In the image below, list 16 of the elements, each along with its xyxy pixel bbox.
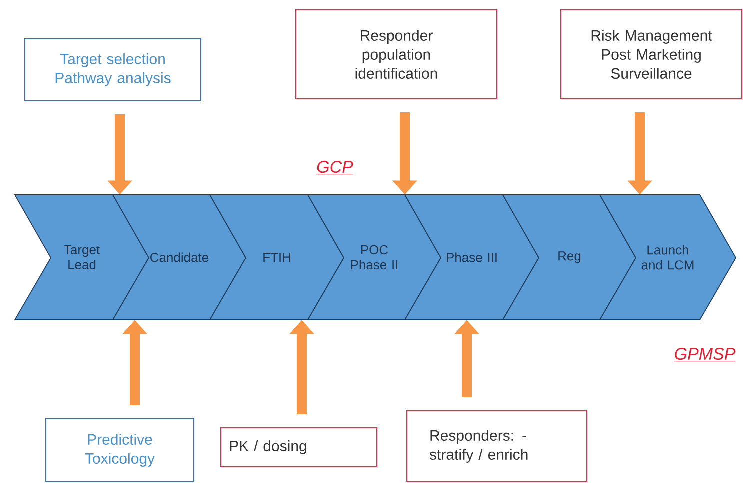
chevron-step: Launch and LCM [599, 194, 737, 320]
text-box: Responders: -stratify / enrich [406, 410, 588, 482]
chevron-step: Phase III [404, 194, 540, 320]
chevron-step: FTIH [209, 194, 345, 320]
phase-label: GPMSP [674, 348, 736, 362]
chevron-step: POC Phase II [307, 194, 442, 320]
node-label: Launch and LCM [642, 245, 694, 270]
chevron-step: Reg [502, 194, 637, 320]
text-box: Responder population identification [296, 10, 498, 100]
text-box: PK / dosing [220, 428, 378, 468]
chevron-step: Candidate [112, 194, 247, 320]
text-box: Predictive Toxicology [46, 418, 194, 482]
chevron-step: Target Lead [14, 194, 150, 320]
text-box: Risk Management Post Marketing Surveillance [560, 10, 742, 100]
phase-label: GCP [316, 160, 354, 175]
text-box: Target selection Pathway analysis [24, 38, 202, 102]
